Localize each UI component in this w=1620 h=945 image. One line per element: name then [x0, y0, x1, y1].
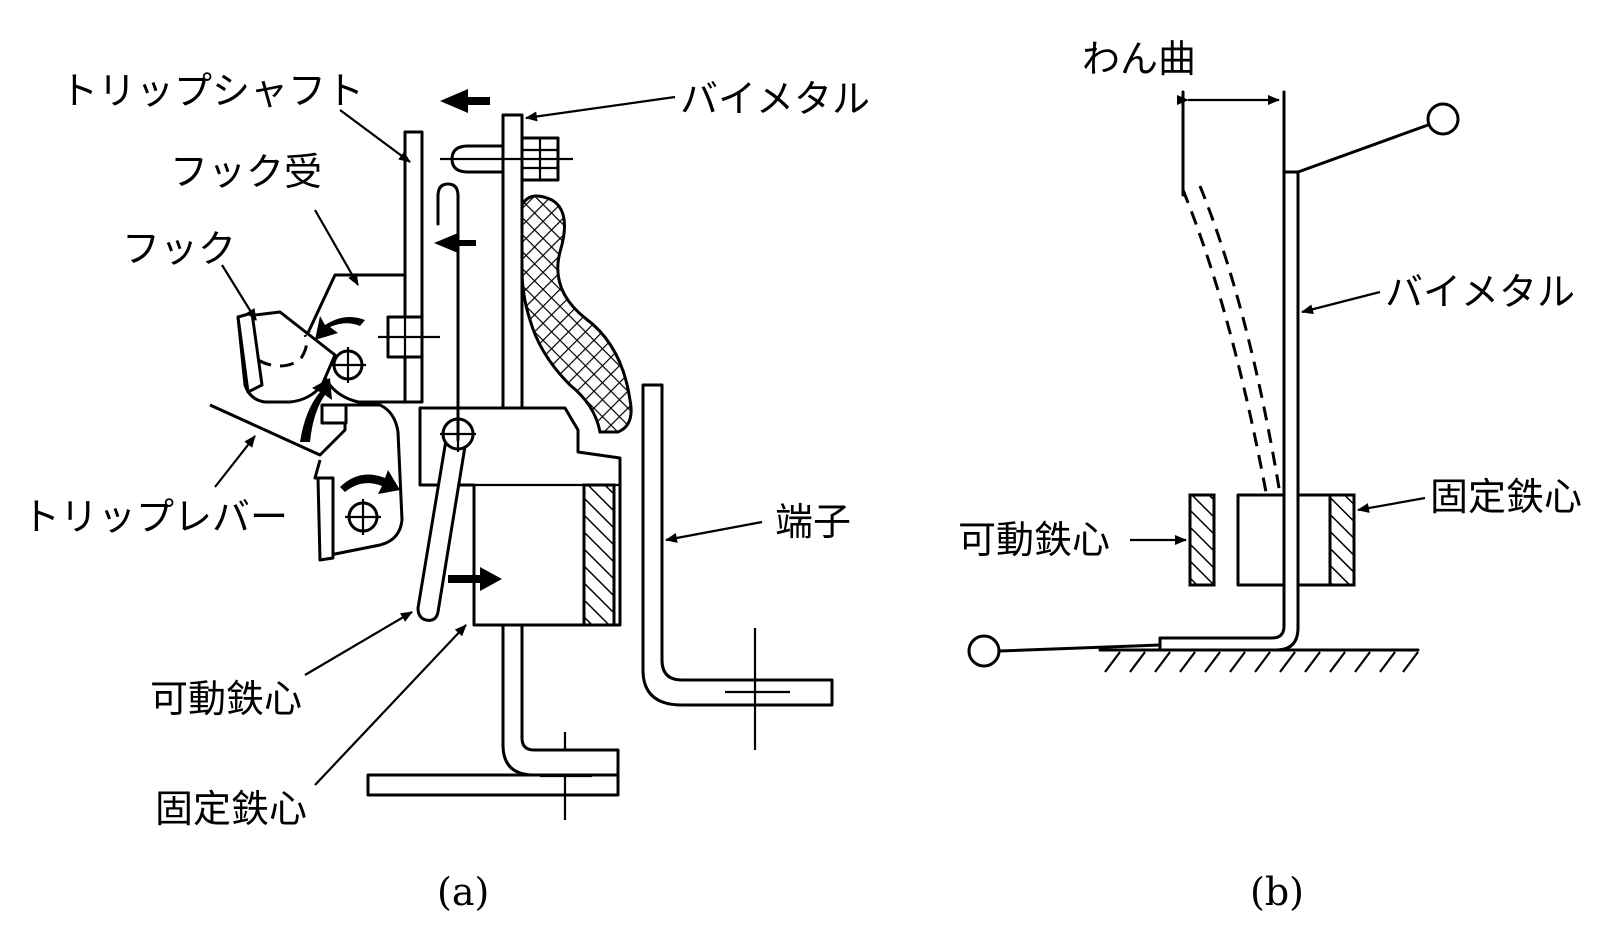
arrow-left-top: [440, 89, 490, 113]
arrow-up-trip: [300, 378, 332, 442]
ground-hatching: [1104, 651, 1419, 673]
trip-rod: [436, 182, 460, 442]
label-bimetal-b: バイメタル: [1385, 270, 1575, 314]
label-hook: フック: [122, 227, 236, 271]
label-terminal: 端子: [775, 500, 851, 544]
label-trip-shaft: トリップシャフト: [60, 69, 364, 113]
label-fixed-core-b: 固定鉄心: [1430, 475, 1582, 519]
terminal-top: [1426, 102, 1460, 136]
arrow-right-core: [448, 567, 502, 591]
movable-core-lever: [416, 426, 470, 622]
arrow-cw-trip: [340, 470, 400, 494]
trip-shaft: [403, 130, 424, 404]
label-hook-receiver: フック受: [170, 150, 322, 194]
base-plate: [366, 773, 620, 797]
fixed-core-block: [418, 406, 622, 627]
label-movable-core-b: 可動鉄心: [958, 518, 1110, 562]
arrow-ccw-hook: [315, 316, 365, 340]
fixed-core-hatch: [582, 483, 616, 627]
bimetal-strip-b: [1158, 170, 1300, 652]
label-fixed-core-a: 固定鉄心: [155, 787, 307, 831]
panel-a: トリップシャフト フック受 フック トリップレバー バイメタル 端子 可動鉄心 …: [22, 69, 870, 914]
bimetal-strip-a: [501, 113, 620, 777]
arrow-left-mid: [434, 233, 476, 253]
label-movable-core-a: 可動鉄心: [150, 677, 302, 721]
label-trip-lever: トリップレバー: [22, 495, 288, 539]
fixed-core-b-hatch: [1328, 493, 1356, 587]
movable-core-b: [1188, 493, 1216, 587]
panel-b: わん曲 バイメタル 固定鉄心 可動鉄心 (b): [958, 37, 1582, 914]
label-bending: わん曲: [1082, 37, 1196, 81]
terminal: [641, 383, 834, 707]
caption-b: (b): [1250, 870, 1304, 914]
heater-element: [520, 194, 633, 434]
terminal-bottom: [967, 634, 1001, 668]
label-bimetal-a: バイメタル: [680, 77, 870, 121]
caption-a: (a): [437, 870, 489, 914]
